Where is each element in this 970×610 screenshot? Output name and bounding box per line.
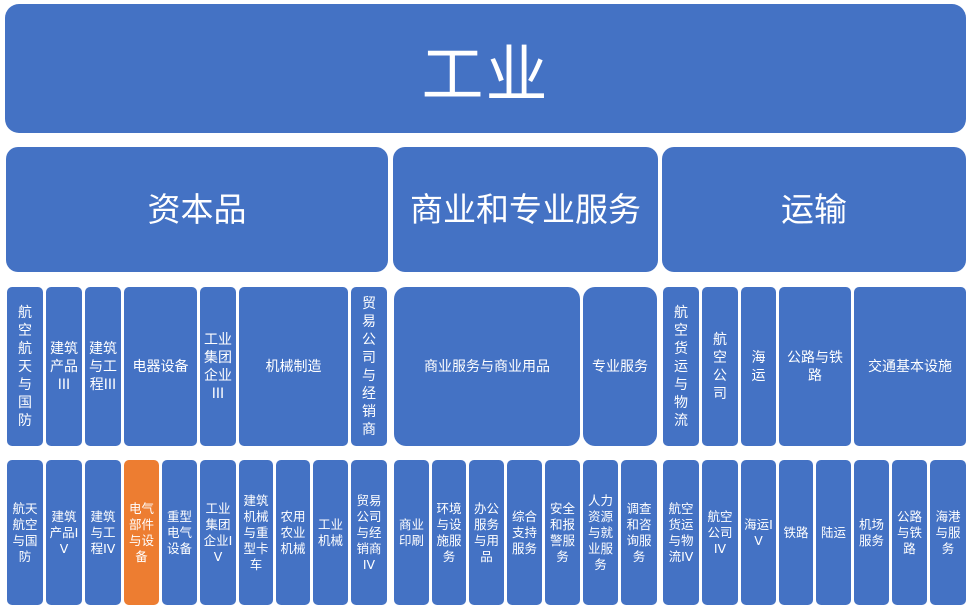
node-label: 调查和咨询服务: [626, 500, 652, 564]
node-l4-trucking: 陆运: [816, 460, 851, 605]
node-l4-security-alarm-services: 安全和报警服务: [545, 460, 580, 605]
node-industrials: 工业: [5, 4, 966, 133]
node-label: 农用农业机械: [280, 508, 306, 556]
node-l4-heavy-electrical-equipment: 重型电气设备: [162, 460, 197, 605]
node-label: 机械制造: [265, 358, 322, 375]
node-l3-electrical-equipment: 电器设备: [124, 287, 197, 446]
node-l4-research-consulting-services: 调查和咨询服务: [621, 460, 657, 605]
node-label: 建筑与工程III: [89, 340, 117, 393]
node-label: 航空公司: [713, 331, 727, 402]
node-label: 商业印刷: [398, 516, 424, 548]
node-l4-industrial-machinery: 工业机械: [313, 460, 348, 605]
node-label: 贸易公司与经销商: [362, 295, 376, 438]
node-label: 机场服务: [858, 516, 884, 548]
node-label: 电气部件与设备: [128, 500, 154, 564]
node-label: 环境与设施服务: [436, 500, 462, 564]
node-label: 海港与服务: [935, 508, 961, 556]
node-l4-building-products: 建筑产品IV: [46, 460, 82, 605]
node-l4-office-services-supplies: 办公服务与用品: [469, 460, 504, 605]
node-l3-marine: 海运: [741, 287, 776, 446]
node-label: 公路与铁路: [896, 508, 922, 556]
node-label: 电器设备: [132, 358, 189, 375]
node-label: 公路与铁路: [787, 349, 843, 384]
node-label: 运输: [781, 189, 847, 229]
node-label: 工业: [421, 37, 550, 111]
node-l4-construction-machinery-heavy-trucks: 建筑机械与重型卡车: [239, 460, 273, 605]
node-label: 交通基本设施: [868, 358, 952, 375]
node-label: 铁路: [783, 524, 809, 540]
node-label: 工业机械: [317, 516, 343, 548]
node-l4-construction-engineering: 建筑与工程IV: [85, 460, 121, 605]
node-l3-industrial-conglomerates: 工业集团企业III: [200, 287, 236, 446]
node-label: 综合支持服务: [511, 508, 537, 556]
node-l4-human-resource-employment-services: 人力资源与就业服务: [583, 460, 618, 605]
node-l3-building-products: 建筑产品III: [46, 287, 82, 446]
node-label: 航空货运与物流: [674, 304, 688, 429]
node-label: 专业服务: [592, 358, 648, 375]
node-label: 航空航天与国防: [18, 304, 32, 429]
node-label: 陆运: [820, 524, 846, 540]
node-label: 商业和专业服务: [410, 189, 641, 229]
node-l3-aerospace-defense: 航空航天与国防: [7, 287, 43, 446]
node-label: 商业服务与商业用品: [424, 358, 550, 375]
node-l3-transportation-infrastructure: 交通基本设施: [854, 287, 966, 446]
node-l3-professional-services: 专业服务: [583, 287, 657, 446]
node-label: 建筑机械与重型卡车: [243, 492, 269, 572]
node-label: 航天航空与国防: [12, 500, 38, 564]
node-label: 海运IV: [744, 516, 773, 548]
node-label: 资本品: [147, 189, 247, 229]
node-l4-aerospace-defense: 航天航空与国防: [7, 460, 43, 605]
node-label: 海运: [751, 349, 766, 384]
node-capital-goods: 资本品: [6, 147, 388, 272]
node-label: 安全和报警服务: [549, 500, 575, 564]
node-label: 工业集团企业IV: [203, 500, 233, 564]
node-label: 工业集团企业III: [204, 331, 232, 402]
node-l4-marine: 海运IV: [741, 460, 776, 605]
node-l4-diversified-support-services: 综合支持服务: [507, 460, 542, 605]
node-label: 贸易公司与经销商IV: [356, 492, 382, 572]
node-l4-electrical-components-equipment: 电气部件与设备: [124, 460, 159, 605]
node-l4-industrial-conglomerates: 工业集团企业IV: [200, 460, 236, 605]
node-transportation: 运输: [662, 147, 966, 272]
node-label: 重型电气设备: [166, 508, 192, 556]
node-l4-airport-services: 机场服务: [854, 460, 889, 605]
node-l4-highways-railtracks: 公路与铁路: [892, 460, 927, 605]
node-l3-airlines: 航空公司: [702, 287, 738, 446]
node-l3-construction-engineering: 建筑与工程III: [85, 287, 121, 446]
node-l4-agricultural-farm-machinery: 农用农业机械: [276, 460, 310, 605]
node-commercial-professional-services: 商业和专业服务: [393, 147, 658, 272]
node-l3-trading-companies-distributors: 贸易公司与经销商: [351, 287, 387, 446]
node-l3-commercial-services-supplies: 商业服务与商业用品: [394, 287, 580, 446]
node-l4-environmental-facilities-services: 环境与设施服务: [432, 460, 466, 605]
node-l4-airlines: 航空公司IV: [702, 460, 738, 605]
node-l3-air-freight-logistics: 航空货运与物流: [663, 287, 699, 446]
node-l3-machinery: 机械制造: [239, 287, 348, 446]
node-l3-road-rail: 公路与铁路: [779, 287, 851, 446]
node-label: 建筑产品IV: [49, 508, 79, 556]
node-label: 建筑与工程IV: [90, 508, 116, 556]
node-l4-air-freight-logistics: 航空货运与物流IV: [663, 460, 699, 605]
node-label: 航空货运与物流IV: [668, 500, 694, 564]
node-label: 办公服务与用品: [473, 500, 499, 564]
node-label: 建筑产品III: [50, 340, 78, 393]
node-l4-marine-ports-services: 海港与服务: [930, 460, 966, 605]
node-l4-trading-companies-distributors: 贸易公司与经销商IV: [351, 460, 387, 605]
node-label: 航空公司IV: [707, 508, 733, 556]
node-l4-commercial-printing: 商业印刷: [394, 460, 429, 605]
node-l4-railroads: 铁路: [779, 460, 813, 605]
node-label: 人力资源与就业服务: [587, 492, 613, 572]
